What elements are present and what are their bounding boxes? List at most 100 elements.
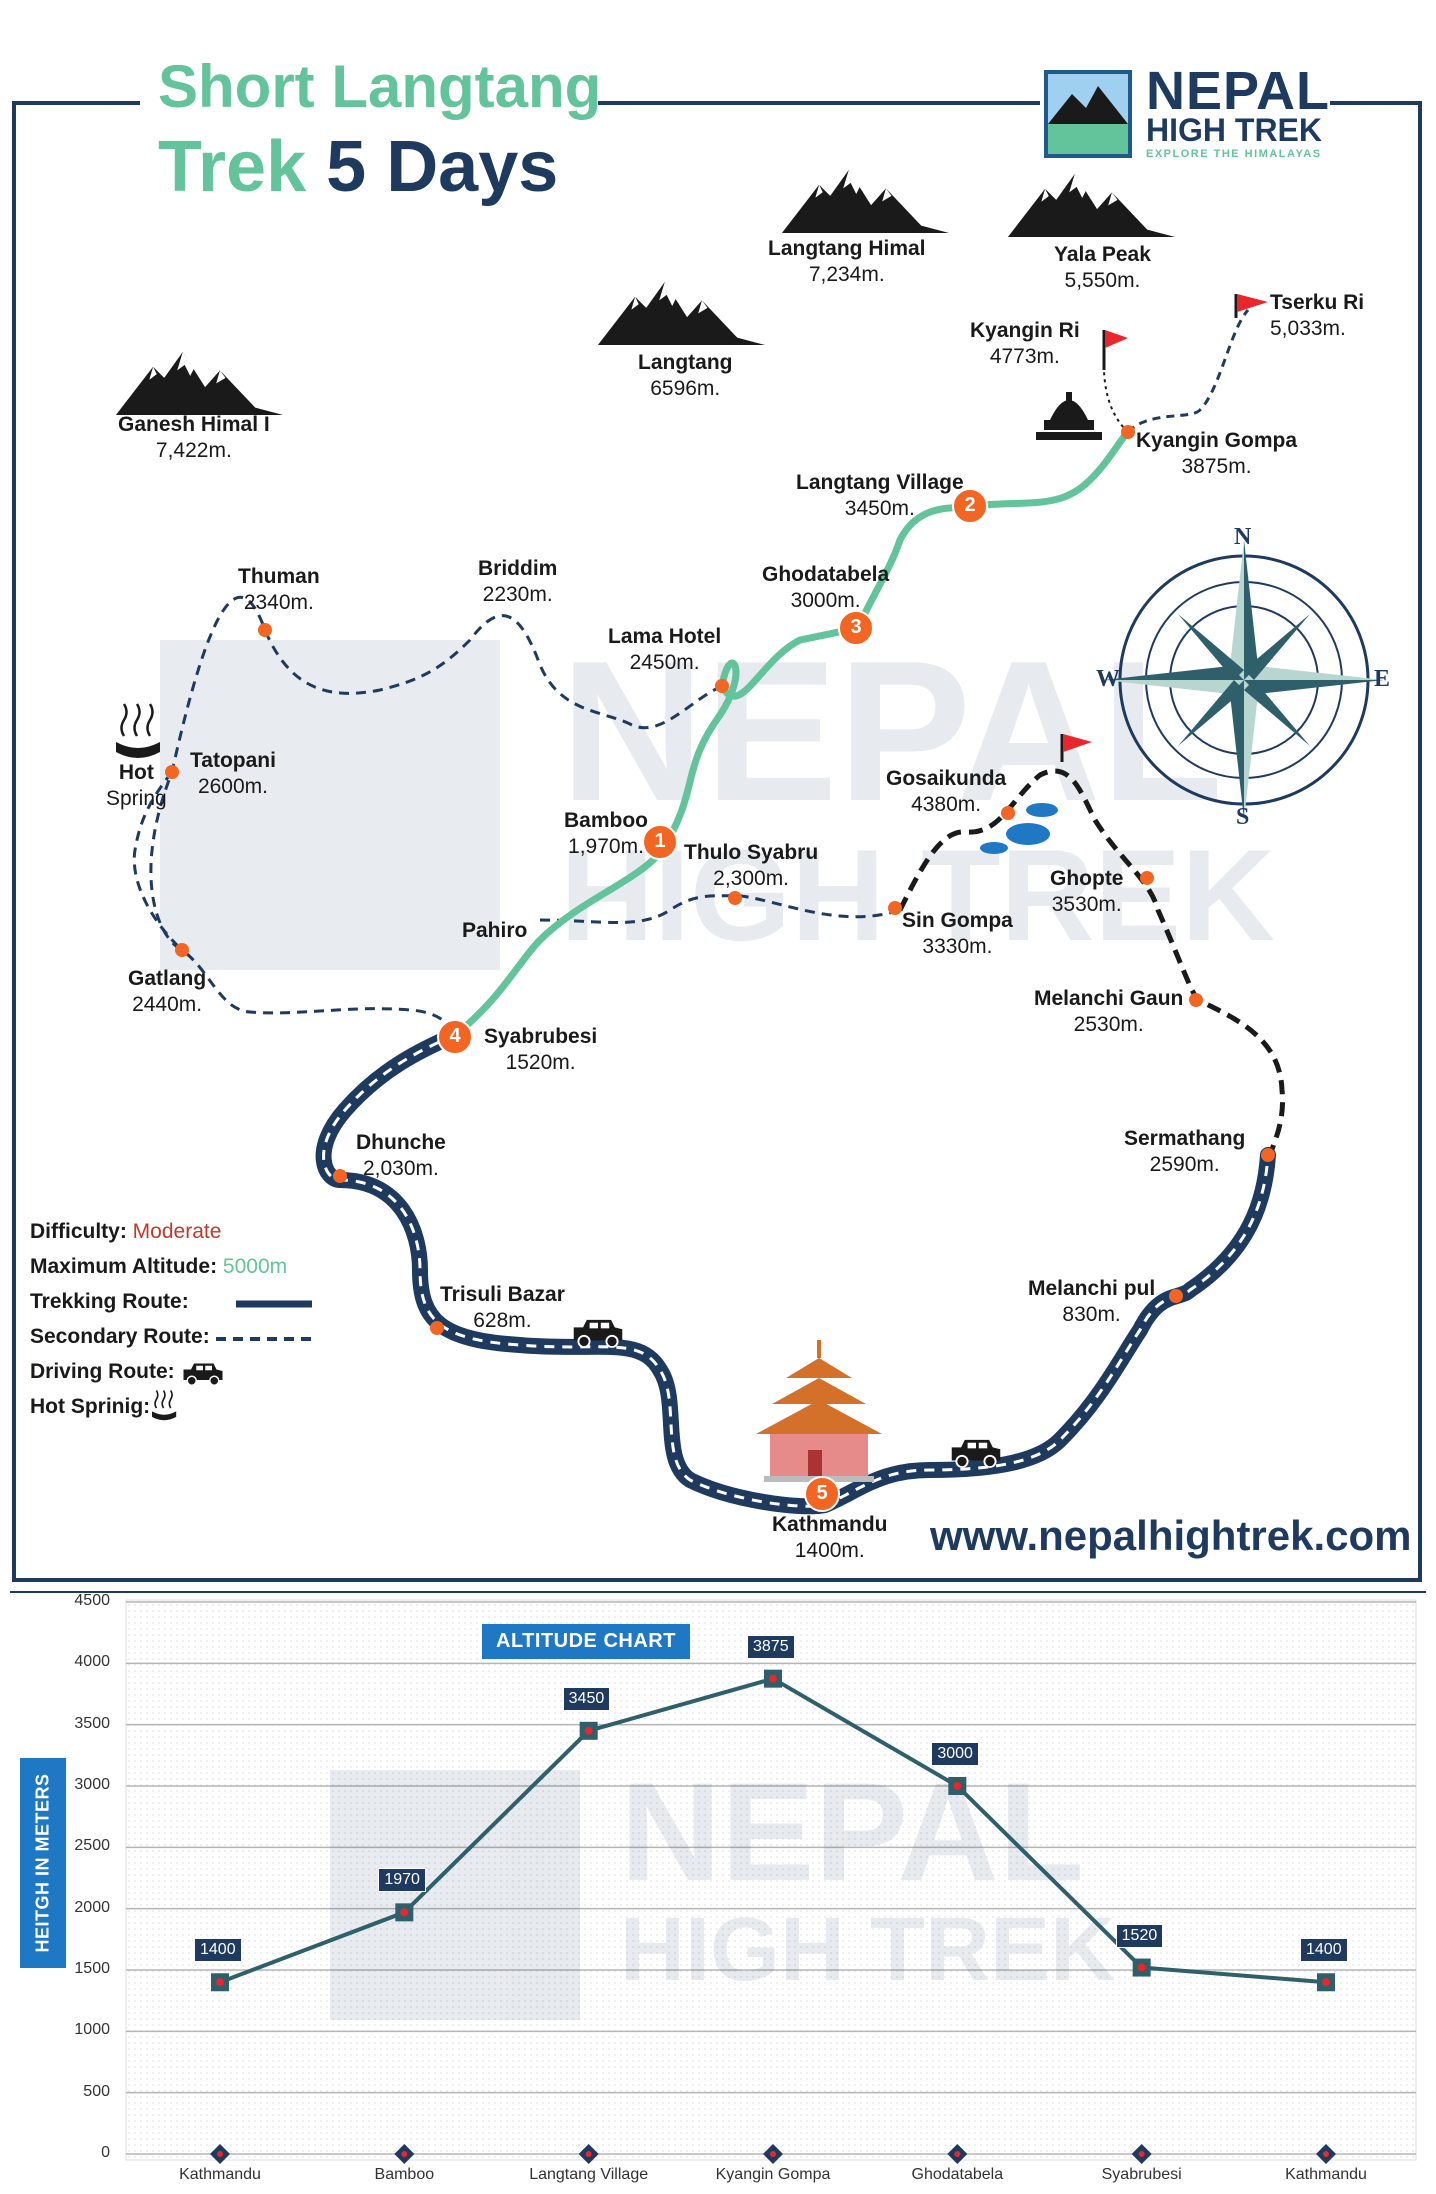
data-label: 3000 (931, 1742, 979, 1766)
compass-east: E (1374, 666, 1391, 692)
x-tick-label: Kathmandu (1285, 2166, 1367, 2183)
hot-spring-icon (152, 1390, 177, 1421)
brand-tagline: EXPLORE THE HIMALAYAS (1146, 148, 1322, 160)
data-point-dot (953, 1782, 962, 1790)
stop-number: 5 (816, 1482, 828, 1504)
data-point-dot (1137, 1963, 1146, 1972)
tserku-route (1126, 308, 1250, 434)
map-frame (12, 101, 1422, 1582)
gosaikunda-route (897, 768, 1286, 1156)
x-tick-label: Bamboo (374, 2166, 435, 2183)
x-tick-label: Langtang Village (529, 2166, 649, 2183)
stop-number: 4 (449, 1025, 461, 1047)
brand-logo (1044, 70, 1132, 158)
compass-north: N (1234, 524, 1252, 550)
data-point-dot (584, 1726, 593, 1735)
data-label: 1400 (194, 1938, 242, 1963)
mountain-icon (115, 351, 284, 415)
x-tick-label: Ghodatabela (911, 2166, 1004, 2183)
brand-name: NEPAL (1146, 61, 1331, 121)
compass-icon (1104, 540, 1384, 820)
y-tick-label: 1500 (74, 1960, 110, 1977)
brand-name-2: HIGH TREK (1146, 112, 1322, 148)
watermark: NEPAL HIGH TREK (160, 620, 1275, 970)
altitude-chart: NEPAL HIGH TREK (125, 1599, 1417, 2164)
legend-hot-spring: Hot Sprinig: (30, 1395, 151, 1418)
legend-driving: Driving Route: (30, 1360, 175, 1383)
temple-icon (756, 1340, 882, 1482)
data-point-dot (1322, 1978, 1330, 1987)
compass-south: S (1236, 804, 1250, 830)
compass-west: W (1096, 666, 1120, 692)
y-tick-label: 1000 (74, 2021, 110, 2039)
data-point-dot (216, 1978, 224, 1987)
secondary-route (132, 595, 901, 1036)
chart-ylabel: HEITGH IN METERS (20, 1758, 66, 1968)
data-point-dot (769, 1674, 777, 1683)
legend-secondary: Secondary Route: (30, 1325, 210, 1348)
stop-number: 1 (654, 830, 666, 852)
place-markers (165, 425, 1275, 1335)
x-tick-label: Kathmandu (179, 2166, 261, 2183)
data-point-dot (400, 1908, 409, 1917)
flag-icon (1060, 294, 1268, 762)
y-tick-label: 2500 (74, 1837, 110, 1855)
gompa-icon (1036, 392, 1102, 440)
chart-title: ALTITUDE CHART (482, 1624, 690, 1659)
svg-text:NEPAL: NEPAL (560, 620, 1223, 843)
page-title: Short Langtang (158, 53, 602, 120)
data-label: 3450 (562, 1686, 611, 1711)
legend-max-altitude: Maximum Altitude: 5000m (30, 1255, 288, 1278)
stop-number: 3 (850, 616, 862, 638)
svg-text:HIGH TREK: HIGH TREK (560, 822, 1275, 968)
stop-number: 2 (964, 494, 976, 516)
svg-text:NEPAL: NEPAL (620, 1753, 1084, 1910)
mountain-icon (597, 281, 766, 345)
x-tick-label: Kyangin Gompa (715, 2166, 831, 2183)
hot-spring-icon (116, 703, 160, 758)
data-label: 1520 (1115, 1923, 1164, 1948)
website-url[interactable]: www.nepalhightrek.com (930, 1512, 1412, 1559)
legend-trekking: Trekking Route: (30, 1290, 189, 1313)
data-label: 1400 (1300, 1938, 1348, 1963)
mountain-icon (1007, 173, 1176, 237)
stop-markers (437, 488, 988, 1512)
gosaikunda-lakes-icon (980, 803, 1058, 854)
place-label: Pahiro (462, 919, 528, 942)
data-label: 1970 (378, 1868, 426, 1893)
data-label: 3875 (747, 1634, 795, 1659)
y-tick-label: 500 (83, 2082, 110, 2100)
y-tick-label: 0 (101, 2144, 110, 2161)
x-tick-label: Syabrubesi (1101, 2166, 1182, 2183)
y-tick-label: 4500 (74, 1592, 110, 1609)
page-subtitle: Trek 5 Days (158, 127, 559, 207)
mountain-icon (781, 169, 950, 233)
svg-text:HIGH TREK: HIGH TREK (620, 1900, 1115, 2000)
y-tick-label: 2000 (74, 1898, 110, 1916)
legend-difficulty: Difficulty: Moderate (30, 1220, 222, 1243)
jeep-icon (182, 1362, 224, 1386)
